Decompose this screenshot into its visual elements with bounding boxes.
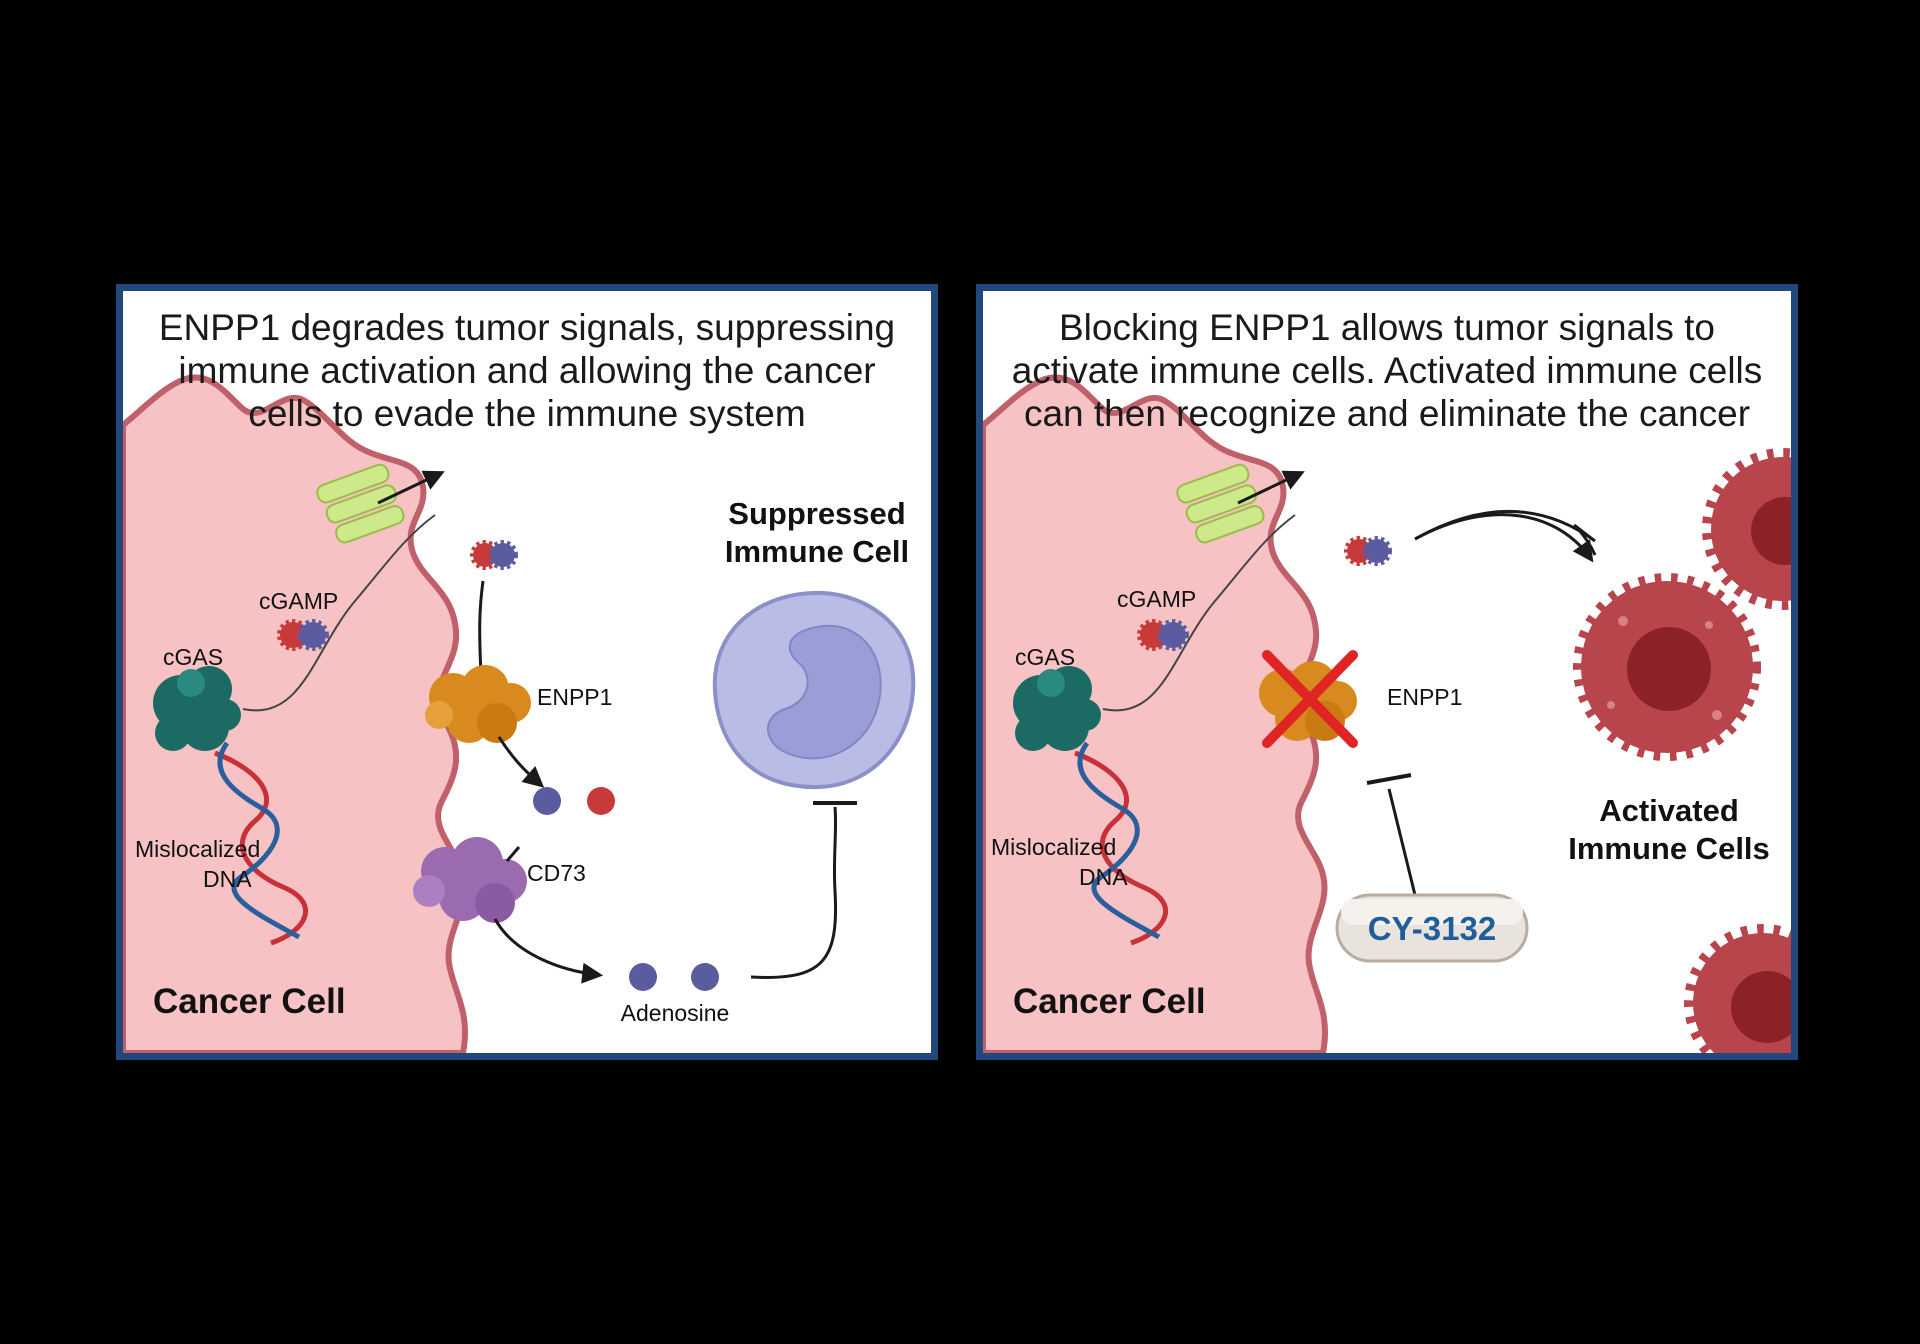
- immune-label-line1: Activated: [1599, 793, 1739, 828]
- cgas-label: cGAS: [1015, 644, 1075, 670]
- drug-inhibition-line: [1387, 788, 1417, 896]
- cd73-label: CD73: [527, 860, 586, 886]
- pill-icon[interactable]: [1335, 893, 1529, 963]
- left-diagram: cGAMP cGAS ENPP1: [123, 374, 916, 1053]
- drug-label: CY-3132: [1368, 910, 1496, 947]
- channel-icon: [1176, 463, 1265, 544]
- dna-label-line2: DNA: [203, 866, 252, 892]
- extracellular-cgamp-icon: [1344, 536, 1392, 566]
- channel-out-arrow: [377, 470, 445, 505]
- channel-out-arrow: [1237, 470, 1305, 505]
- activated-immune-cell-icon-bottom: [1684, 924, 1791, 1053]
- dna-label-line1: Mislocalized: [135, 836, 260, 862]
- dna-label-line1: Mislocalized: [991, 834, 1116, 860]
- block-x-icon: [1262, 650, 1358, 748]
- cancer-cell-label: Cancer Cell: [1013, 982, 1206, 1021]
- cgas-label: cGAS: [163, 644, 223, 670]
- cgas-to-channel-arrow: [242, 514, 436, 712]
- immune-label-line2: Immune Cells: [1568, 831, 1770, 866]
- enpp1-label: ENPP1: [537, 684, 612, 710]
- cgas-to-channel-arrow: [1102, 514, 1296, 712]
- products-to-cd73-line: [505, 846, 521, 862]
- enpp1-to-products-arrow: [497, 736, 545, 788]
- immune-label-line1: Suppressed: [728, 496, 905, 531]
- cgamp-to-immune-arrow-head: [1414, 513, 1594, 563]
- activated-immune-cell-icon-top: [1702, 448, 1791, 610]
- channel-icon: [316, 463, 405, 544]
- adenosine-molecule-icon-2: [691, 963, 719, 991]
- cgamp-molecule-icon: [1137, 619, 1189, 651]
- extracellular-cgamp-icon: [470, 540, 518, 570]
- gmp-molecule-icon: [587, 787, 615, 815]
- dna-helix-icon: [1074, 741, 1168, 946]
- suppressed-immune-cell-icon: [712, 590, 916, 790]
- dna-label-line2: DNA: [1079, 864, 1128, 890]
- right-diagram: cGAMP cGAS ENPP1 CY-3132 Mis: [983, 374, 1791, 1053]
- adenosine-molecule-icon: [629, 963, 657, 991]
- cancer-cell-membrane: [983, 374, 1328, 1053]
- enpp1-protein-icon: [425, 665, 531, 743]
- cd73-to-adenosine-arrow: [493, 918, 604, 984]
- cgas-protein-icon: [1013, 666, 1101, 751]
- cgamp-label: cGAMP: [1117, 586, 1196, 612]
- right-panel-title: Blocking ENPP1 allows tumor signals to a…: [1011, 307, 1763, 434]
- cd73-protein-icon: [413, 837, 527, 923]
- adenosine-inhibition-line: [750, 806, 838, 979]
- cgamp-label: cGAMP: [259, 588, 338, 614]
- drug-inhibition-bar: [1366, 773, 1412, 785]
- immune-label-line2: Immune Cell: [725, 534, 909, 569]
- enpp1-label: ENPP1: [1387, 684, 1462, 710]
- cgas-protein-icon: [153, 666, 241, 751]
- amp-molecule-icon: [533, 787, 561, 815]
- right-panel: Blocking ENPP1 allows tumor signals to a…: [976, 284, 1798, 1060]
- left-panel-title: ENPP1 degrades tumor signals, suppressin…: [158, 307, 896, 434]
- adenosine-label: Adenosine: [621, 1000, 730, 1026]
- left-panel: ENPP1 degrades tumor signals, suppressin…: [116, 284, 938, 1060]
- activated-immune-cell-icon: [1573, 573, 1761, 761]
- cgamp-to-enpp1-line: [478, 580, 485, 676]
- cgamp-molecule-icon: [277, 619, 329, 651]
- dna-helix-icon: [214, 741, 308, 946]
- cancer-cell-label: Cancer Cell: [153, 982, 346, 1021]
